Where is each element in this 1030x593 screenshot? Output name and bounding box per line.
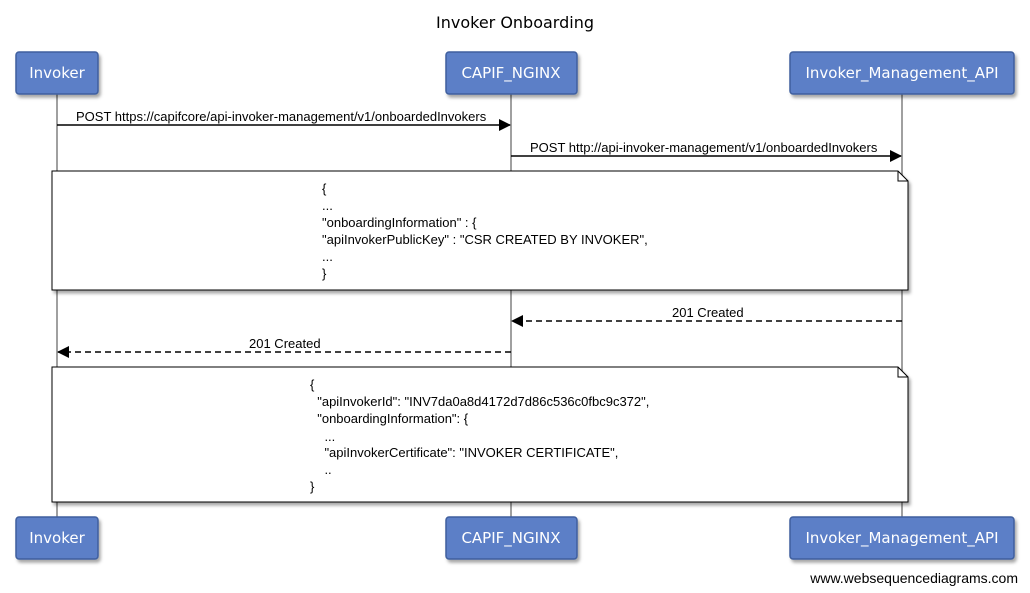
- actor-label: CAPIF_NGINX: [461, 529, 560, 548]
- message-post-onboard-to-management: POST http://api-invoker-management/v1/on…: [511, 140, 902, 162]
- actor-invoker-management-api-top: Invoker_Management_API: [789, 51, 1015, 95]
- note-line: ...: [322, 198, 333, 213]
- note-line: "apiInvokerPublicKey" : "CSR CREATED BY …: [322, 232, 648, 247]
- actor-label: CAPIF_NGINX: [461, 64, 560, 83]
- message-label: 201 Created: [249, 336, 321, 351]
- message-label: 201 Created: [672, 305, 744, 320]
- credit-link[interactable]: www.websequencediagrams.com: [809, 570, 1018, 586]
- note-line: ..: [310, 462, 332, 477]
- note-line: "onboardingInformation" : {: [322, 215, 477, 230]
- actor-label: Invoker: [29, 529, 85, 547]
- diagram-title: Invoker Onboarding: [436, 13, 594, 32]
- note-line: {: [310, 377, 315, 392]
- note-line: }: [322, 266, 327, 281]
- message-created-to-nginx: 201 Created: [511, 305, 902, 327]
- note-line: ...: [322, 249, 333, 264]
- actor-label: Invoker_Management_API: [805, 64, 998, 83]
- actor-invoker-management-api-bottom: Invoker_Management_API: [789, 516, 1015, 560]
- actor-label: Invoker: [29, 64, 85, 82]
- actor-invoker-bottom: Invoker: [15, 516, 99, 560]
- actor-label: Invoker_Management_API: [805, 529, 998, 548]
- message-label: POST http://api-invoker-management/v1/on…: [530, 140, 878, 155]
- note-line: {: [322, 181, 327, 196]
- actor-invoker-top: Invoker: [15, 51, 99, 95]
- message-created-to-invoker: 201 Created: [57, 336, 511, 358]
- note-onboarding-request-body: { ... "onboardingInformation" : { "apiIn…: [51, 170, 909, 291]
- note-line: "apiInvokerCertificate": "INVOKER CERTIF…: [310, 445, 618, 460]
- note-line: ...: [310, 429, 335, 444]
- note-line: "onboardingInformation": {: [310, 411, 469, 426]
- message-post-onboard-to-nginx: POST https://capifcore/api-invoker-manag…: [57, 109, 511, 131]
- note-line: "apiInvokerId": "INV7da0a8d4172d7d86c536…: [310, 394, 649, 409]
- message-label: POST https://capifcore/api-invoker-manag…: [76, 109, 487, 124]
- actor-capif-nginx-bottom: CAPIF_NGINX: [445, 516, 578, 560]
- note-line: }: [310, 479, 315, 494]
- actor-capif-nginx-top: CAPIF_NGINX: [445, 51, 578, 95]
- note-onboarding-response-body: { "apiInvokerId": "INV7da0a8d4172d7d86c5…: [51, 366, 909, 503]
